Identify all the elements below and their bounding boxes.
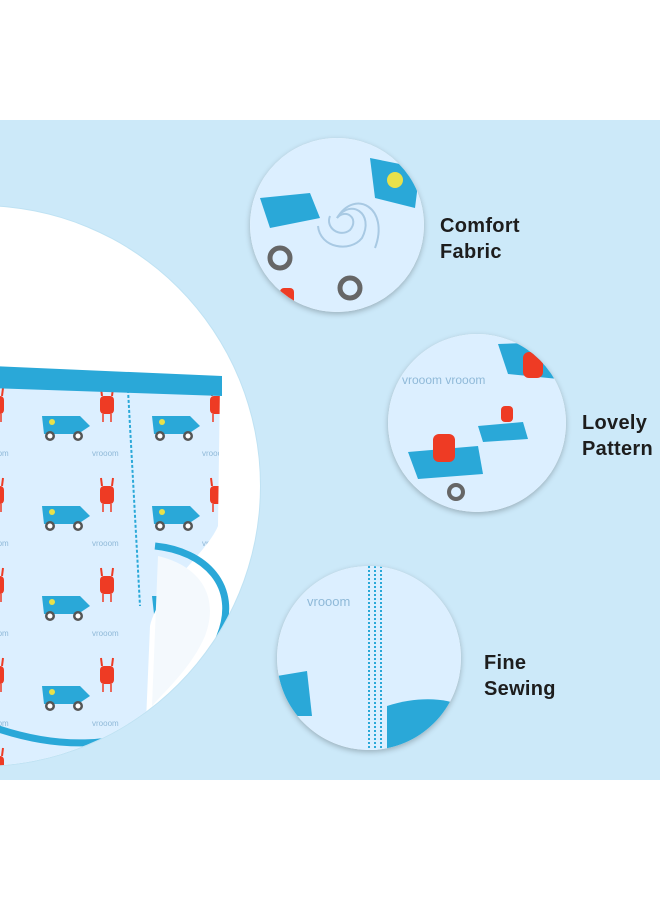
fabric-texture-image: [250, 138, 424, 312]
feature-label-lovely-pattern: Lovely Pattern: [582, 410, 653, 462]
feature-line1: Lovely: [582, 412, 648, 434]
fine-sewing-zoom: vrooom: [277, 566, 461, 750]
svg-text:vrooom: vrooom: [307, 594, 350, 609]
seam-closeup-image: vrooom: [277, 566, 461, 750]
lovely-pattern-zoom: vrooom vrooom: [388, 334, 566, 512]
feature-label-fine-sewing: Fine Sewing: [484, 650, 556, 702]
print-text: vrooom vrooom: [402, 373, 485, 387]
product-image-circle: vrooom: [0, 206, 260, 766]
underwear-illustration: vrooom: [0, 366, 230, 766]
feature-line1: Comfort: [440, 215, 520, 237]
pattern-closeup-image: vrooom vrooom: [388, 334, 566, 512]
feature-line1: Fine: [484, 652, 527, 674]
feature-line2: Pattern: [582, 438, 654, 460]
feature-line2: Sewing: [484, 678, 556, 700]
product-panel: vrooom: [0, 120, 660, 780]
feature-line2: Fabric: [440, 241, 502, 263]
comfort-fabric-zoom: [250, 138, 424, 312]
feature-label-comfort-fabric: Comfort Fabric: [440, 213, 520, 265]
